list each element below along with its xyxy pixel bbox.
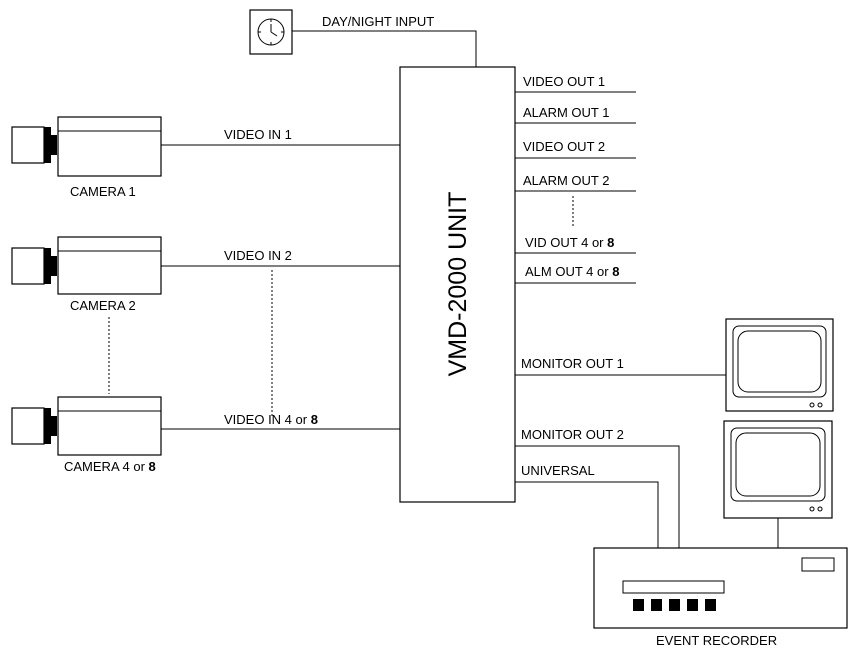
camera-4-or-8-label: CAMERA 4 or 8 (64, 459, 156, 474)
camera-1-label: CAMERA 1 (70, 184, 136, 199)
output-video-out-2: VIDEO OUT 2 (523, 139, 605, 154)
video-in-4-or-8-label: VIDEO IN 4 or 8 (224, 412, 318, 427)
monitor-out-2-line (515, 445, 680, 548)
monitor-out-1-label: MONITOR OUT 1 (521, 356, 624, 371)
output-vid-out-4-or-8: VID OUT 4 or 8 (525, 235, 614, 250)
camera-2-label: CAMERA 2 (70, 298, 136, 313)
output-alm-out-4-or-8: ALM OUT 4 or 8 (525, 264, 619, 279)
monitor-out-2-label: MONITOR OUT 2 (521, 427, 624, 442)
video-in-2-label: VIDEO IN 2 (224, 248, 292, 263)
monitor-2 (723, 420, 833, 519)
camera-2 (11, 236, 162, 295)
clock-icon (257, 18, 285, 46)
universal-line (515, 481, 659, 548)
output-alarm-out-1: ALARM OUT 1 (523, 105, 609, 120)
day-night-clock (249, 9, 293, 55)
output-video-out-1: VIDEO OUT 1 (523, 74, 605, 89)
event-recorder-label: EVENT RECORDER (656, 633, 777, 648)
day-night-line (292, 30, 477, 67)
universal-label: UNIVERSAL (521, 463, 595, 478)
unit-title: VMD-2000 UNIT (444, 192, 472, 377)
day-night-label: DAY/NIGHT INPUT (322, 14, 434, 29)
camera-4-or-8 (11, 396, 162, 456)
video-in-1-label: VIDEO IN 1 (224, 127, 292, 142)
monitor-1 (725, 318, 834, 412)
camera-1 (11, 116, 162, 177)
output-alarm-out-2: ALARM OUT 2 (523, 173, 609, 188)
event-recorder (593, 547, 848, 629)
vmd-unit-box (399, 66, 516, 503)
